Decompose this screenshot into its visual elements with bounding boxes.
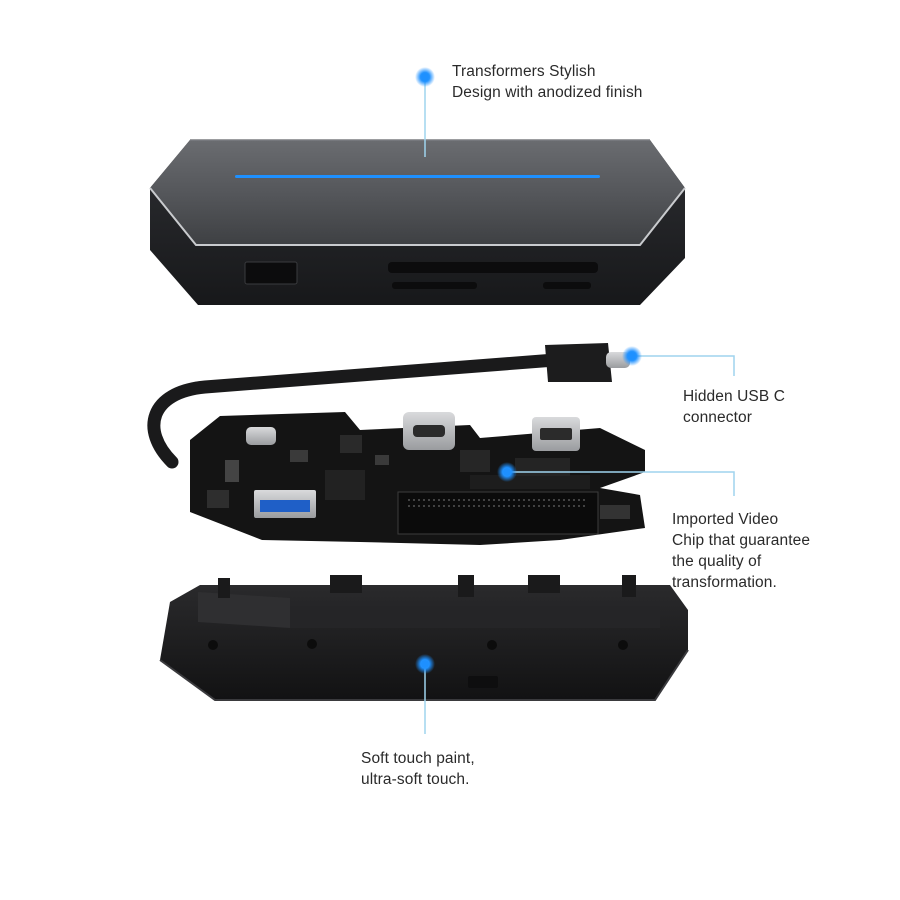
callout-line: transformation. (672, 574, 777, 591)
micro-sd-slot-icon (392, 282, 477, 289)
callout-line: Imported Video (672, 511, 779, 528)
usb-port-icon (244, 261, 298, 285)
callout-line: ultra-soft touch. (361, 771, 470, 788)
callout-hidden-usb-c: Hidden USB C connector (683, 386, 785, 428)
usb-c-cable (147, 343, 630, 469)
callout-line: connector (683, 409, 752, 426)
callout-line: Chip that guarantee (672, 532, 811, 549)
blue-led-strip (235, 175, 600, 178)
callout-line: Design with anodized finish (452, 84, 643, 101)
callout-video-chip: Imported Video Chip that guarantee the q… (672, 509, 810, 593)
usb-a-port-icon (254, 490, 316, 518)
sd-card-slot-icon (388, 262, 598, 273)
callout-guide-lines (424, 77, 735, 734)
callout-line: Soft touch paint, (361, 750, 475, 767)
callout-line: Hidden USB C (683, 388, 785, 405)
hub-top-shell (149, 139, 686, 305)
callout-anodized-finish: Transformers Stylish Design with anodize… (452, 61, 643, 103)
callout-line: the quality of (672, 553, 762, 570)
circuit-board (190, 412, 645, 545)
callout-markers (415, 67, 642, 674)
card-reader-connector-icon (397, 475, 599, 535)
callout-line: Transformers Stylish (452, 63, 596, 80)
base-plate (159, 575, 689, 701)
callout-soft-touch-paint: Soft touch paint, ultra-soft touch. (361, 748, 475, 790)
